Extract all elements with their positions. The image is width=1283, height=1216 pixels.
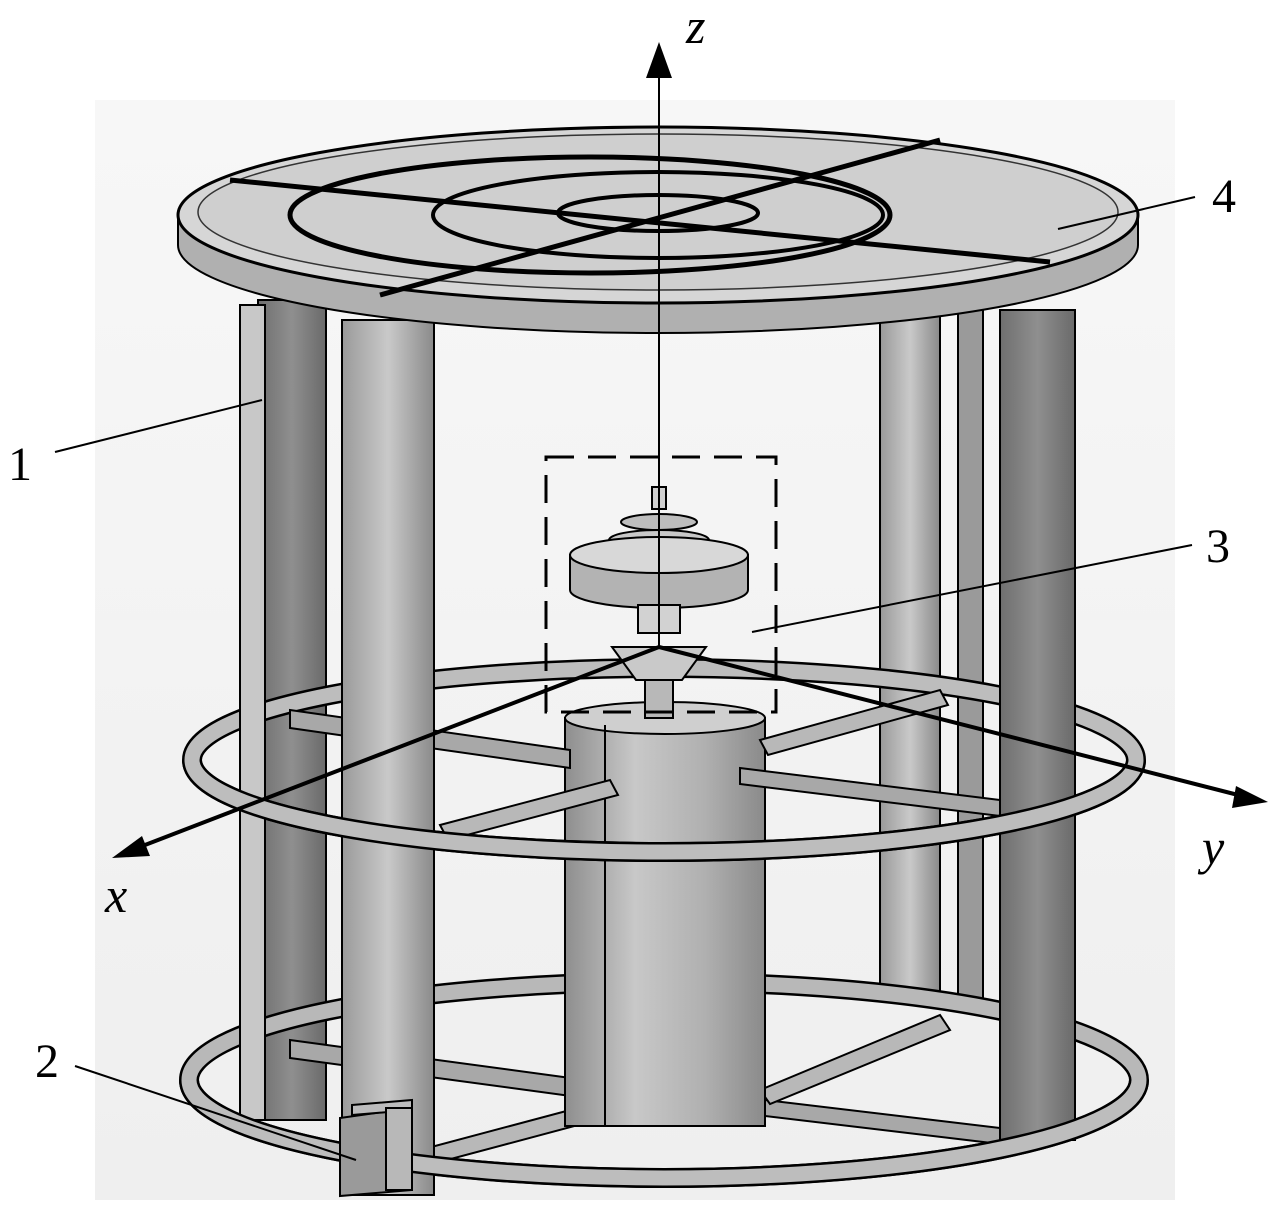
axis-label-z: z <box>685 0 705 54</box>
callout-2: 2 <box>35 1035 59 1088</box>
axis-label-x: x <box>104 867 127 923</box>
axis-label-y: y <box>1197 819 1225 875</box>
callout-3: 3 <box>1206 520 1230 573</box>
callout-1: 1 <box>8 438 32 491</box>
central-column <box>565 702 765 1126</box>
callout-4: 4 <box>1212 170 1236 223</box>
